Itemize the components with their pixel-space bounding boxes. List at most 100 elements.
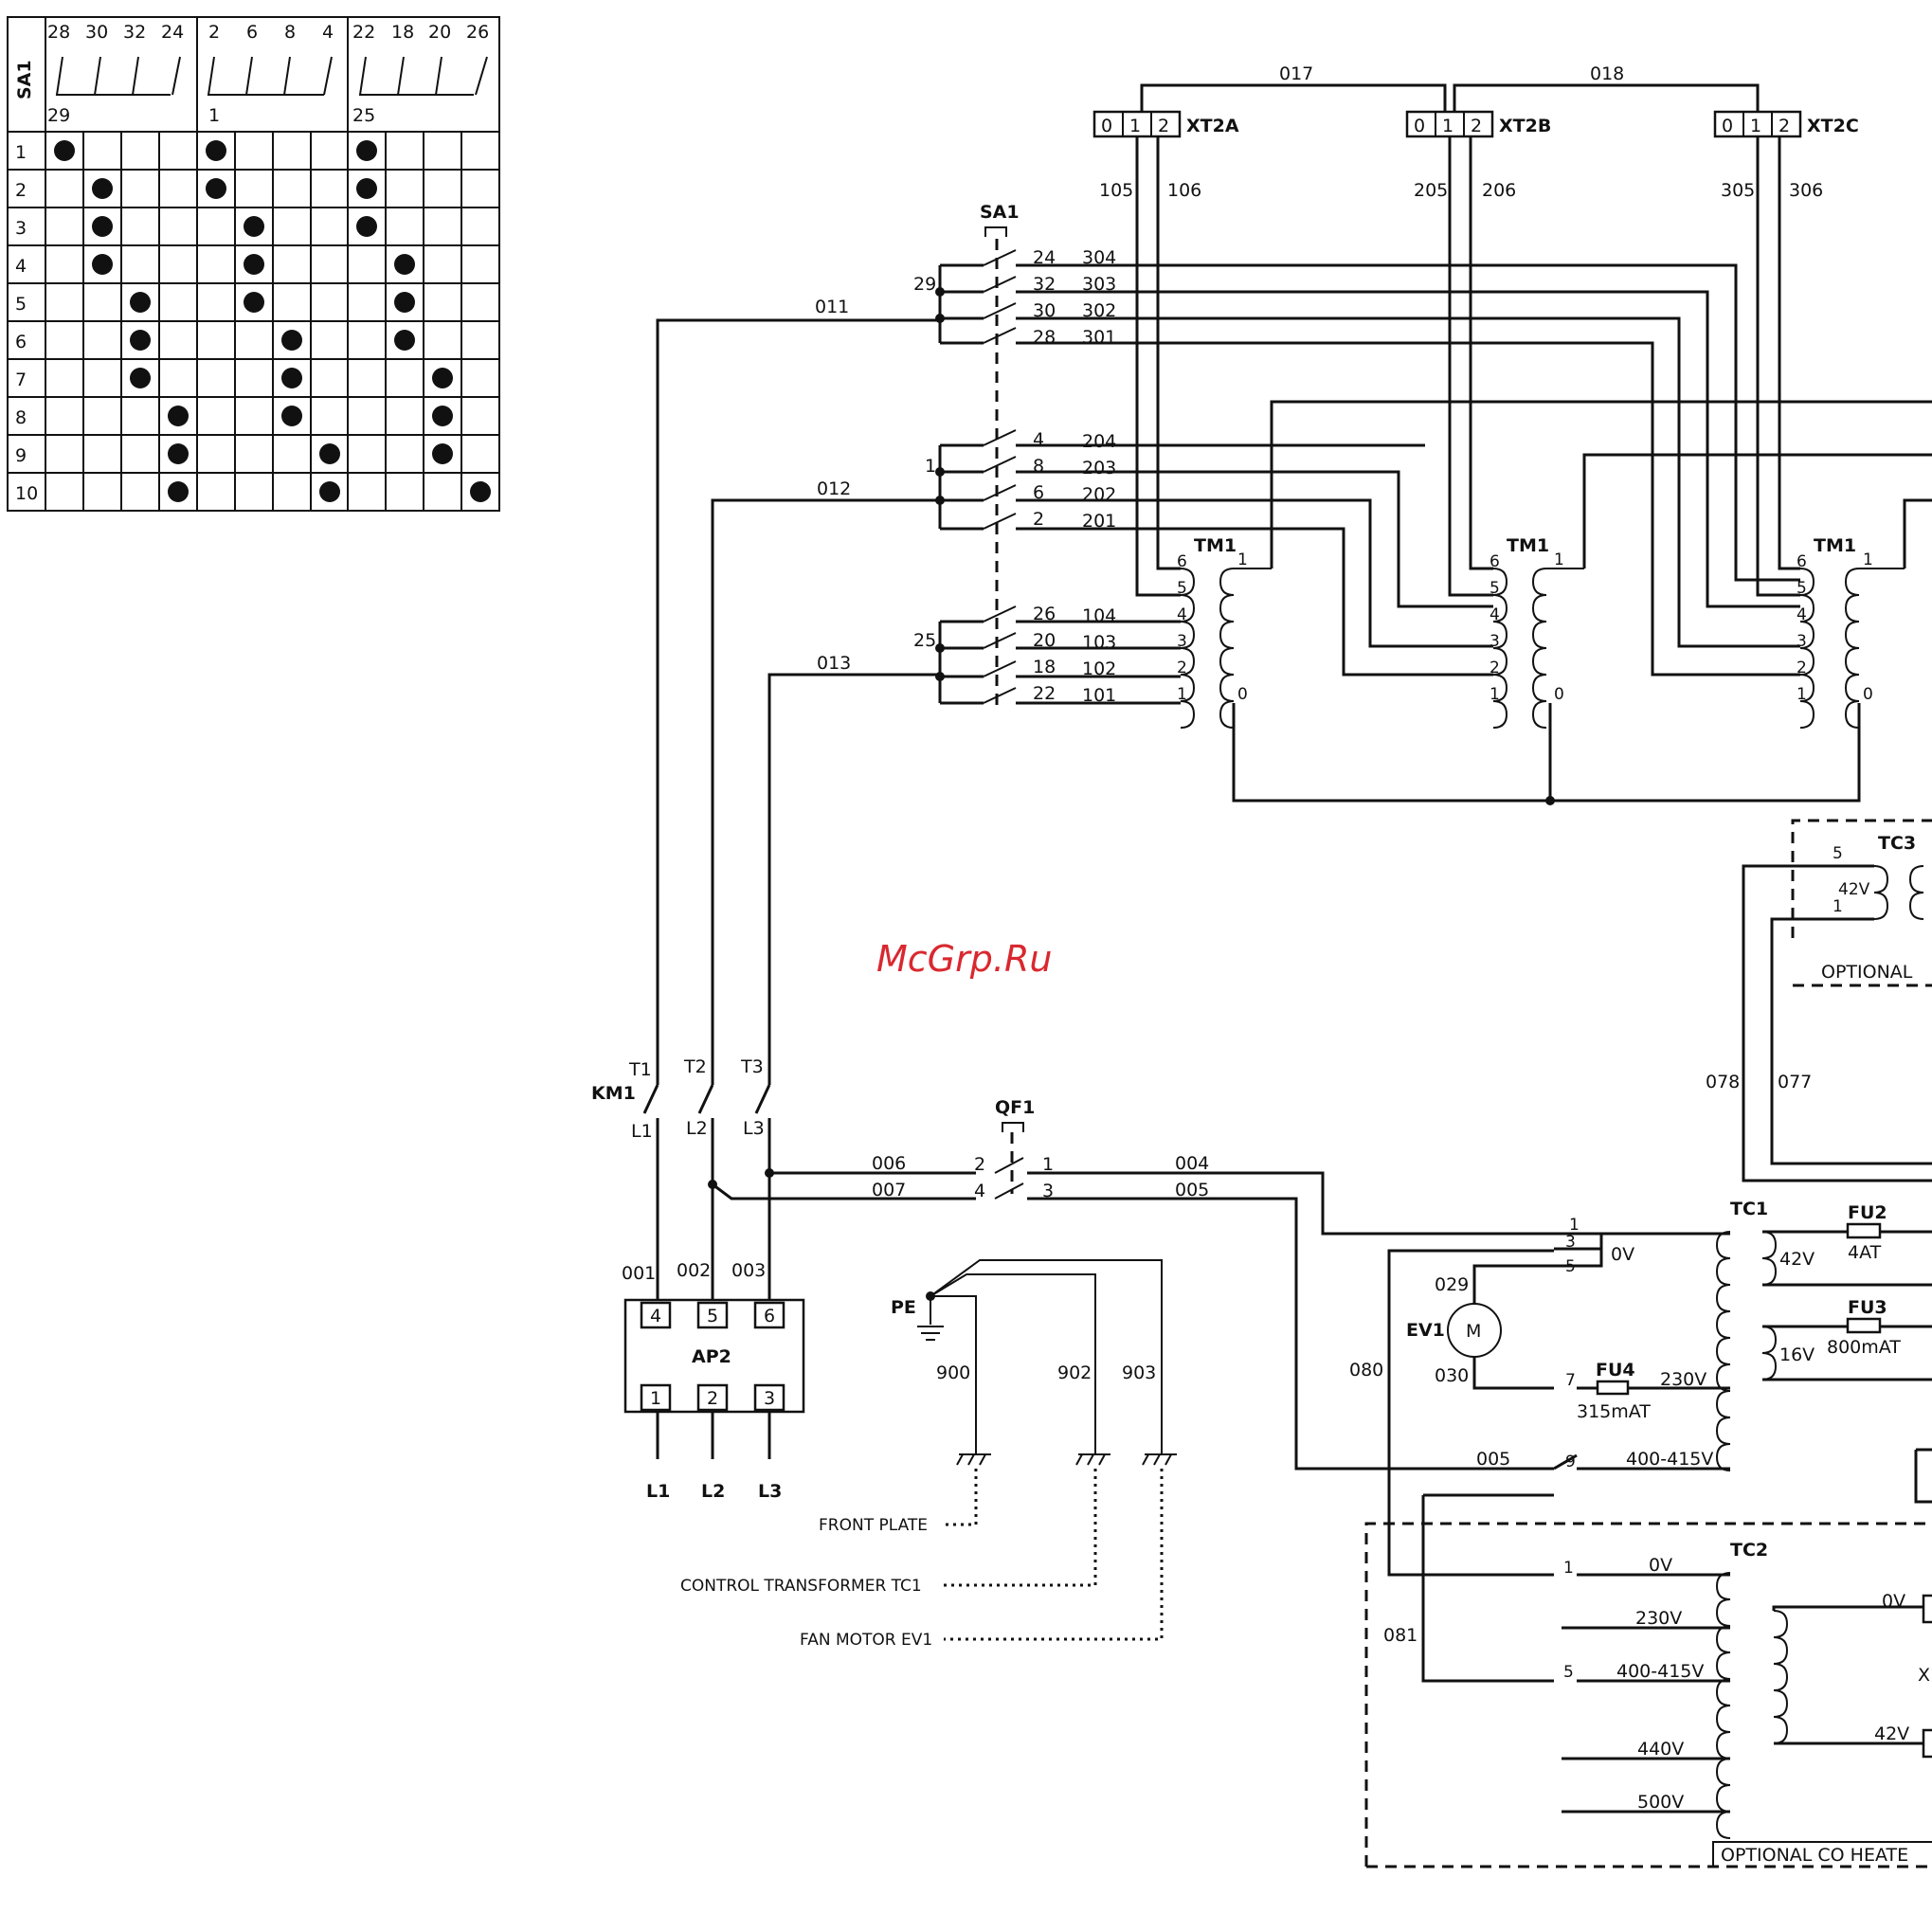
tm1a-tap2: 2 [1177,659,1187,677]
table-row-label: 5 [15,294,27,315]
km1-l3: L3 [743,1118,765,1139]
table-contact-dot [130,330,151,351]
group3-common: 25 [352,105,375,126]
tm1a-tap3: 3 [1177,632,1187,651]
terminal-xt2b: 0 1 2 XT2B 205 206 [1405,110,1551,201]
km1-t2: T2 [683,1056,707,1077]
table-contact-dot [281,406,302,426]
km1-l2: L2 [686,1118,708,1139]
pe-wire-900: 900 [936,1363,970,1383]
tc2-label: TC2 [1730,1540,1768,1561]
group3-head-3: 20 [428,22,451,43]
sa1-c26: 26 [1033,604,1056,624]
group2-head-2: 6 [246,22,258,43]
tm1c-tap4: 4 [1797,605,1807,624]
qf1-breaker: QF1 2 4 1 3 006 007 004 005 [872,1097,1554,1471]
table-contact-dot [206,178,226,199]
sa1-c32: 32 [1033,274,1056,295]
tm1b-tap5: 5 [1490,579,1500,598]
qf1-label: QF1 [995,1097,1035,1118]
km1-t1: T1 [628,1059,652,1080]
tm1a-tap4: 4 [1177,605,1187,624]
tc2-x-label: X [1918,1665,1930,1686]
tm1c-p1: 1 [1863,550,1873,569]
ap2-wire-001: 001 [622,1263,656,1284]
tm1-b: TM1 6 5 4 3 2 1 1 0 [1490,535,1584,729]
tc1-wire-005: 005 [1476,1449,1510,1470]
tm1a-tap1: 1 [1177,685,1187,704]
table-contact-dot [432,443,453,464]
tc2-tap-0v: 0V [1649,1555,1672,1576]
table-contact-dot [470,481,491,502]
tc1-wire-029: 029 [1435,1274,1469,1295]
km1-label: KM1 [591,1083,636,1104]
tap-wiring [1016,136,1932,805]
tc1-pin1: 1 [1569,1216,1580,1235]
table-row-label: 7 [15,370,27,390]
group1-head-1: 28 [47,22,70,43]
xt2b-pin2: 2 [1471,116,1482,136]
tc3-caption: OPTIONAL [1821,962,1913,983]
km1-l1: L1 [631,1121,653,1142]
table-title: SA1 [14,60,35,99]
ap2-line-l3: L3 [758,1481,782,1502]
ap2-wire-002: 002 [677,1260,711,1281]
sa1-w104: 104 [1082,605,1116,626]
tc2-tap-230v: 230V [1635,1608,1682,1629]
watermark: McGrp.Ru [876,938,1052,980]
xt2a-pin2: 2 [1158,116,1169,136]
table-contact-dot [130,368,151,388]
tm1b-tap3: 3 [1490,632,1500,651]
tm1c-p0: 0 [1863,685,1873,704]
fu3-rating: 800mAT [1827,1337,1901,1358]
ap2-pin5: 5 [707,1306,718,1326]
tm1b-tap1: 1 [1490,685,1500,704]
group2-head-4: 4 [322,22,334,43]
table-row-label: 1 [15,142,27,163]
qf1-wire-007: 007 [872,1180,906,1200]
tm1c-tap2: 2 [1797,659,1807,677]
qf1-wire-006: 006 [872,1153,906,1174]
xt2b-wire-205: 205 [1414,180,1448,201]
ap2-wire-003: 003 [731,1260,766,1281]
qf1-in4: 4 [974,1181,985,1201]
xt2b-wire-206: 206 [1482,180,1516,201]
group3-head-1: 22 [352,22,375,43]
pe-caption-front-plate: FRONT PLATE [819,1516,928,1535]
table-contact-dot [394,292,415,313]
table-contact-dot [356,178,377,199]
fu4-label: FU4 [1596,1360,1635,1381]
feed-011: 011 [815,297,849,317]
table-contact-dot [244,216,264,237]
xt2c-pin0: 0 [1722,116,1733,136]
ev1-symbol: M [1466,1321,1481,1342]
pe-wire-903: 903 [1122,1363,1156,1383]
pe-wire-902: 902 [1057,1363,1092,1383]
table-contact-dot [54,140,75,161]
sa1-w103: 103 [1082,632,1116,653]
tm1a-label: TM1 [1194,535,1237,556]
group2-common: 1 [208,105,220,126]
tc3-wire-078: 078 [1706,1072,1740,1092]
sa1-w201: 201 [1082,511,1116,532]
tc3-label: TC3 [1878,833,1916,854]
sa1-w202: 202 [1082,484,1116,505]
tc1-label: TC1 [1730,1199,1768,1219]
table-contact-dot [92,178,113,199]
sa1-g2-common: 1 [925,456,936,477]
tm1b-p1: 1 [1554,550,1564,569]
tc2-tap-400v: 400-415V [1616,1661,1704,1682]
km1-t3: T3 [740,1056,764,1077]
pe-caption-tc1: CONTROL TRANSFORMER TC1 [680,1577,922,1596]
sa1-label: SA1 [980,202,1020,223]
qf1-wire-005: 005 [1175,1180,1209,1200]
table-row-label: 9 [15,445,27,466]
group1-head-3: 32 [123,22,146,43]
sa1-c8: 8 [1033,456,1044,477]
fu4-rating: 315mAT [1577,1401,1651,1422]
km1-contactor: KM1 T1 T2 T3 L1 L2 L3 001 002 003 [591,1056,976,1300]
ap2-pin3: 3 [764,1388,775,1409]
tm1a-tap5: 5 [1177,579,1187,598]
